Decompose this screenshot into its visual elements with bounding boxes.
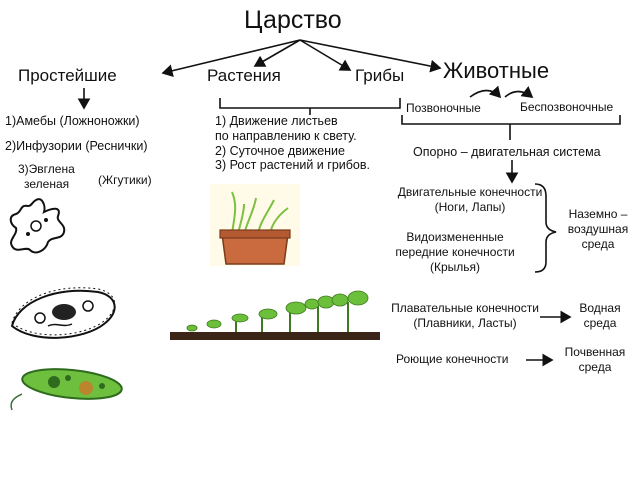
bracket-plants-fungi [219,98,401,109]
limbs-line1: Двигательные конечности [397,185,543,199]
arrow-to-protists [161,39,301,77]
protist-euglena-line1: 3)Эвглена [18,162,75,176]
protist-infusoria: 2)Инфузории (Реснички) [5,139,148,153]
brace-air-env [534,183,557,273]
animals-vertebrates: Позвоночные [406,101,481,115]
arrow-to-invertebrates-split [504,86,534,98]
animals-invertebrates: Беспозвоночные [520,100,614,114]
infusoria-illustration [10,287,116,339]
env-air-line3: среда [581,237,615,251]
env-soil-line1: Почвенная [564,345,626,359]
protist-amoeba: 1)Амебы (Ложноножки) [5,114,140,128]
plants-point3: 3) Рост растений и грибов. [215,158,370,172]
arrow-to-fungi [299,39,352,71]
kingdom-animals: Животные [443,58,550,83]
swim-limbs-line1: Плавательные конечности [391,301,539,315]
swim-limbs-line2: (Плавники, Ласты) [413,316,517,330]
arrow-to-vertebrates-split [469,85,502,99]
digging-limbs: Роющие конечности [396,352,509,366]
limbs-line2: (Ноги, Лапы) [434,200,506,214]
diagram-title: Царство [244,6,342,34]
arrow-to-animals [299,39,442,73]
bracket-animals [401,115,621,125]
plant-pot-illustration [210,184,300,266]
protist-flagella: (Жгутики) [98,173,152,187]
env-air-line2: воздушная [567,222,629,236]
euglena-illustration [10,368,123,411]
modified-limbs-line2: передние конечности [395,245,515,259]
seedling-growth-illustration [170,290,380,340]
modified-limbs-line3: (Крылья) [429,260,481,274]
plants-point2: 2) Суточное движение [215,144,345,158]
kingdom-protists: Простейшие [18,66,117,85]
kingdom-plants: Растения [207,66,281,85]
animals-musculoskeletal-system: Опорно – двигательная система [413,145,601,159]
env-soil-line2: среда [578,360,612,374]
env-water-line2: среда [583,316,617,330]
env-air-line1: Наземно – [568,207,628,221]
plants-point1-line2: по направлению к свету. [215,129,357,143]
modified-limbs-line1: Видоизмененные [406,230,504,244]
env-water-line1: Водная [579,301,621,315]
arrow-to-plants [253,39,301,67]
plants-point1-line1: 1) Движение листьев [215,114,338,128]
protist-euglena-line2: зеленая [24,177,70,191]
amoeba-illustration [9,198,66,254]
kingdom-fungi: Грибы [355,66,405,85]
